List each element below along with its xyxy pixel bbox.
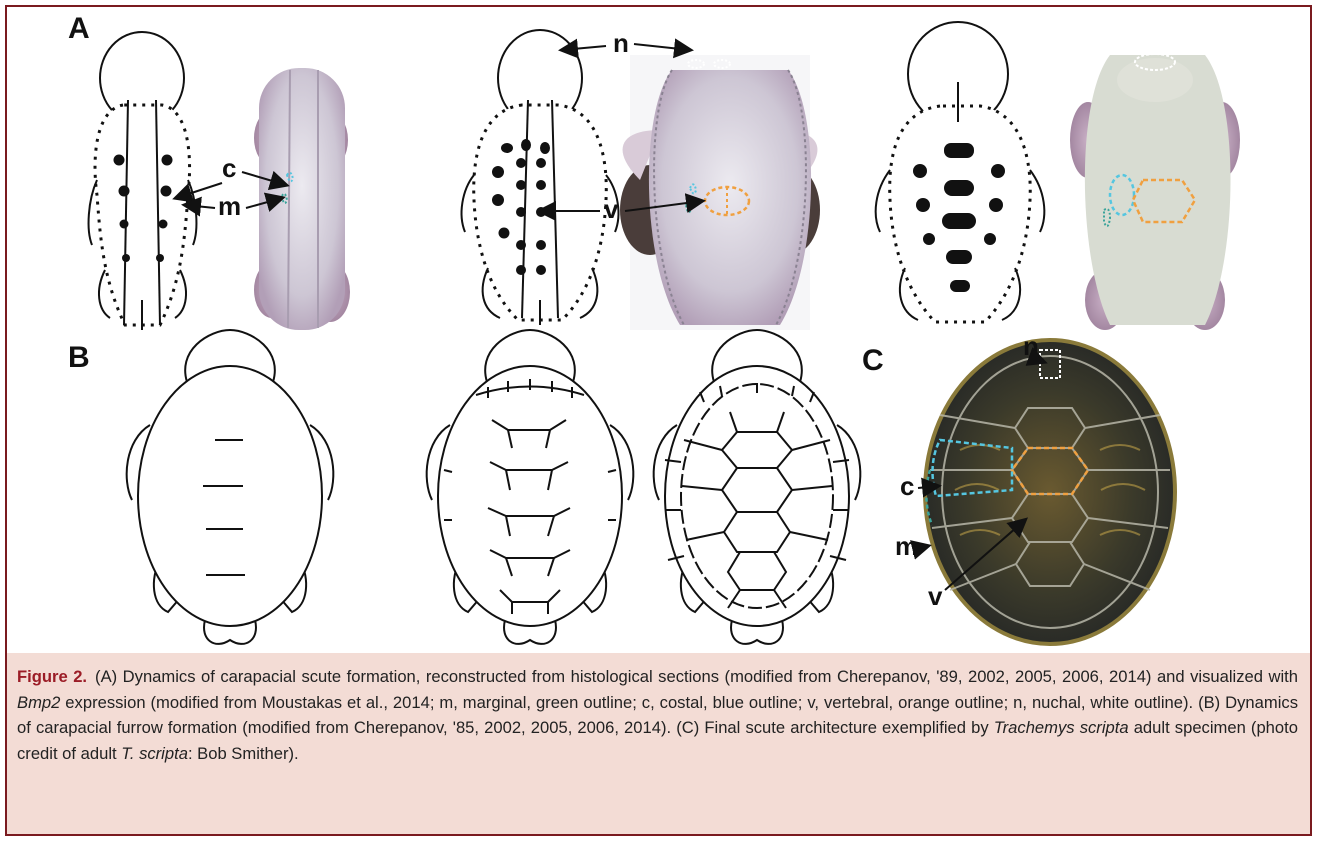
embryo-photo-3: [1070, 54, 1240, 330]
figure-label: Figure 2.: [17, 667, 87, 686]
embryo-photo-1: [254, 68, 350, 330]
panel-label-a: A: [68, 12, 90, 45]
drawing-a1: [89, 32, 197, 330]
panel-label-c: C: [862, 344, 884, 377]
drawing-a3: [876, 22, 1045, 322]
caption-gene-name: Bmp2: [17, 693, 60, 712]
caption-species-name: Trachemys scripta: [994, 718, 1129, 737]
annotation-v-a2: v: [604, 194, 619, 224]
figure-artwork: A B C c m: [0, 0, 1319, 650]
drawing-b2: [427, 330, 634, 644]
drawing-b3: [654, 330, 861, 644]
annotation-m-c: m: [895, 531, 918, 561]
annotation-c-c: c: [900, 471, 914, 501]
drawing-b1: [127, 330, 334, 644]
caption-text-4: : Bob Smither).: [188, 744, 299, 763]
panel-label-b: B: [68, 341, 90, 374]
caption-species-short: T. scripta: [121, 744, 188, 763]
figure-caption: Figure 2. (A) Dynamics of carapacial scut…: [7, 653, 1310, 834]
caption-text-1: (A) Dynamics of carapacial scute formati…: [95, 667, 1298, 686]
embryo-photo-2: [620, 55, 820, 330]
annotation-n-a2: n: [613, 28, 629, 58]
annotation-v-c: v: [928, 581, 943, 611]
drawing-a2: [462, 30, 619, 325]
trachemys-scripta-adult-photo: [925, 340, 1175, 644]
annotation-m-a1: m: [218, 191, 241, 221]
annotation-c-a1: c: [222, 153, 236, 183]
annotation-n-c: n: [1023, 331, 1039, 361]
